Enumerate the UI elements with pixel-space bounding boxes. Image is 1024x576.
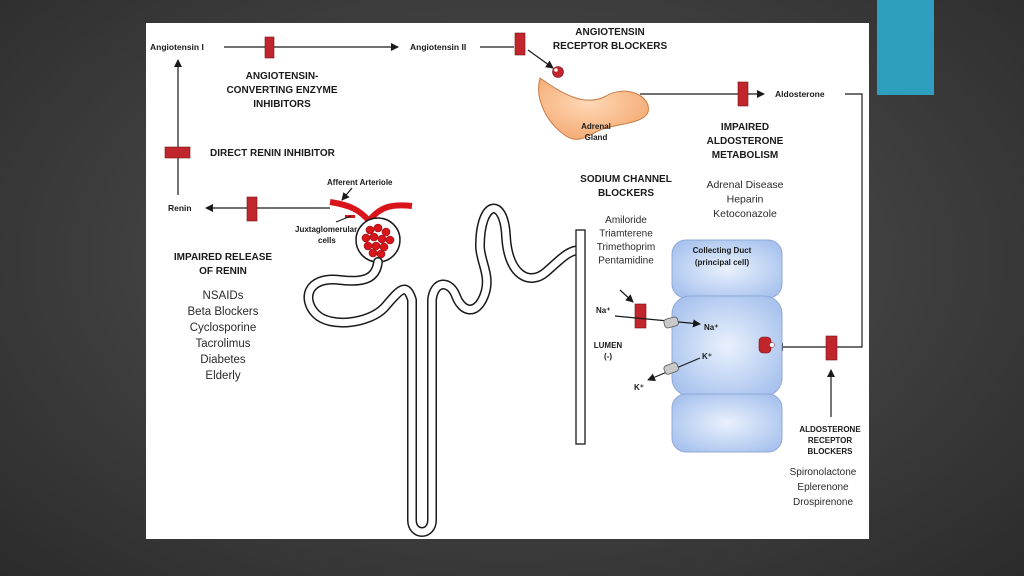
- arb-arrow: [527, 49, 554, 69]
- impaired-renin-item: Beta Blockers: [188, 306, 259, 318]
- iam-block: [737, 81, 749, 107]
- scb-pointer: [619, 289, 634, 303]
- adrenal-label-2: Gland: [585, 133, 608, 142]
- na-cell-label: Na⁺: [704, 323, 718, 332]
- irr-title-2: OF RENIN: [199, 266, 247, 277]
- angiotensin-ii-label: Angiotensin II: [410, 42, 466, 52]
- aldosterone-label: Aldosterone: [775, 89, 825, 99]
- jg-pointer: [335, 215, 352, 223]
- enac-block: [634, 303, 647, 329]
- accent-tab: [877, 0, 934, 95]
- sodium-channel-item: Amiloride: [605, 215, 647, 226]
- sodium-channel-item: Pentamidine: [598, 256, 654, 267]
- lumen-label-2: (-): [604, 352, 612, 361]
- ace-title-1: ANGIOTENSIN-: [246, 71, 319, 82]
- aldo-receptor-block: [825, 335, 838, 361]
- at1-receptor-dot: [554, 68, 558, 72]
- direct-renin-label: DIRECT RENIN INHIBITOR: [210, 148, 336, 159]
- sodium-channel-list: AmilorideTriamtereneTrimethoprimPentamid…: [597, 215, 656, 267]
- impaired-renin-item: Tacrolimus: [196, 338, 251, 350]
- aldosterone-receptor: [758, 336, 772, 354]
- direct-renin-block: [164, 146, 191, 159]
- impaired-renin-item: Elderly: [205, 370, 240, 382]
- jg-label-1: Juxtaglomerular: [295, 225, 357, 234]
- k-lumen-label: K⁺: [634, 383, 644, 392]
- arb2-title-2: RECEPTOR: [808, 436, 853, 445]
- at1-receptor: [552, 66, 564, 78]
- scb-title-2: BLOCKERS: [598, 188, 654, 199]
- nephron-tubule-fill: [304, 205, 584, 536]
- enac-channel: [663, 316, 679, 329]
- impaired-renin-item: NSAIDs: [203, 290, 244, 302]
- arb2-title-1: ALDOSTERONE: [799, 425, 861, 434]
- sodium-channel-item: Trimethoprim: [597, 242, 656, 253]
- arb-title-2: RECEPTOR BLOCKERS: [553, 41, 668, 52]
- aldosterone-metabolism-item: Ketoconazole: [713, 208, 777, 220]
- arb-block: [514, 32, 526, 56]
- aldosterone-metabolism-item: Heparin: [727, 194, 764, 206]
- duct-cell-bottom: [671, 393, 783, 453]
- iam-title-1: IMPAIRED: [721, 122, 769, 133]
- angiotensin-i-label: Angiotensin I: [150, 42, 204, 52]
- impaired-renin-item: Cyclosporine: [190, 322, 256, 334]
- renin-label: Renin: [168, 203, 192, 213]
- aldosterone-metabolism-item: Adrenal Disease: [706, 179, 783, 191]
- aldosterone-receptor-item: Drospirenone: [793, 497, 853, 508]
- irr-title-1: IMPAIRED RELEASE: [174, 252, 272, 263]
- ace-title-3: INHIBITORS: [253, 99, 311, 110]
- scb-title-1: SODIUM CHANNEL: [580, 174, 672, 185]
- romk-channel: [663, 362, 679, 375]
- aldosterone-receptor-item: Eplerenone: [797, 482, 849, 493]
- iam-title-3: METABOLISM: [712, 150, 778, 161]
- ace-inhibitor-block: [264, 36, 275, 59]
- na-lumen-label: Na⁺: [596, 306, 610, 315]
- arb-title-1: ANGIOTENSIN: [575, 27, 644, 38]
- aldosterone-path: [800, 93, 863, 348]
- iam-title-2: ALDOSTERONE: [707, 136, 784, 147]
- adrenal-gland: [538, 77, 649, 140]
- renin-release-block: [246, 196, 258, 222]
- k-cell-label: K⁺: [702, 352, 712, 361]
- collecting-tubule: [575, 229, 586, 445]
- arb2-title-3: BLOCKERS: [808, 447, 854, 456]
- impaired-renin-item: Diabetes: [200, 354, 246, 366]
- ace-title-2: CONVERTING ENZYME: [226, 85, 337, 96]
- aldosterone-receptor-dot: [769, 342, 775, 348]
- adrenal-label-1: Adrenal: [581, 122, 611, 131]
- glomerulus: [361, 223, 395, 259]
- lumen-label-1: LUMEN: [594, 341, 623, 350]
- aldosterone-receptor-item: Spironolactone: [790, 467, 857, 478]
- afferent-label: Afferent Arteriole: [327, 178, 393, 187]
- nephron-tubule-outline: [303, 203, 585, 537]
- collecting-label-1: Collecting Duct: [693, 246, 752, 255]
- na-arrow: [614, 315, 701, 328]
- jg-label-2: cells: [318, 236, 336, 245]
- collecting-label-2: (principal cell): [695, 258, 750, 267]
- sodium-channel-item: Triamterene: [599, 229, 653, 240]
- afferent-arrow: [341, 187, 353, 201]
